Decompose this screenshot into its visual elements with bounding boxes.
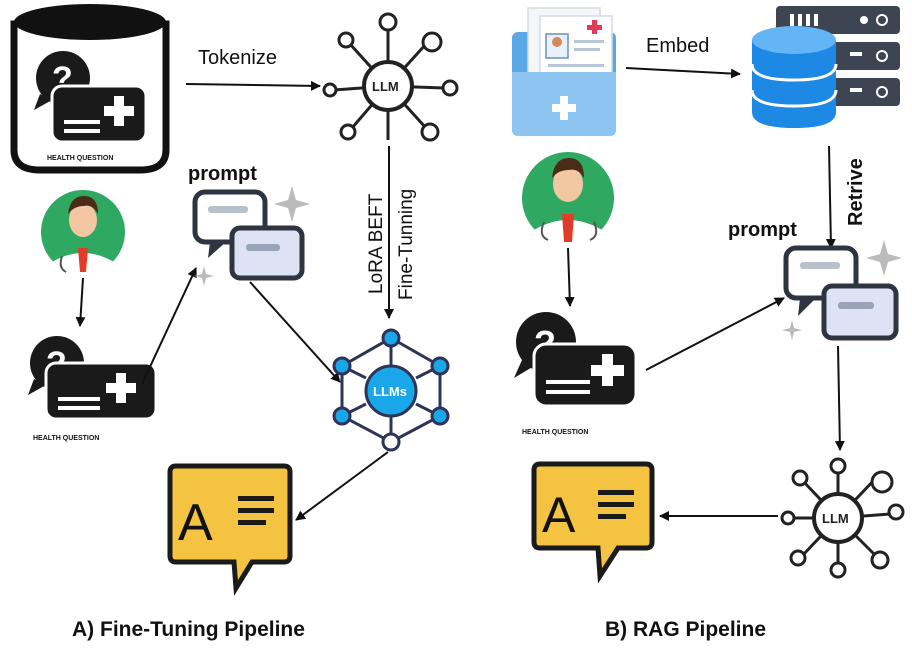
fine-tunning-label: Fine-Tunning — [396, 189, 417, 300]
question-to-prompt-arrow-b — [645, 297, 785, 371]
health-question-icon-a: ? — [28, 336, 158, 421]
answer-letter-a: A — [178, 494, 213, 552]
llms-network-icon — [332, 328, 450, 452]
medical-records-folder-icon — [512, 7, 616, 136]
health-question-label-2: HEALTH QUESTION — [33, 435, 99, 442]
health-question-icon: ? — [34, 51, 148, 144]
doctor-to-question-arrow-b — [564, 247, 575, 307]
tokenize-label: Tokenize — [198, 47, 277, 69]
prompt-label-b: prompt — [728, 219, 797, 241]
question-to-prompt-arrow-a — [141, 267, 197, 385]
retrieve-arrow — [825, 145, 836, 249]
llm-label-bottom: LLM — [822, 511, 849, 526]
caption-fine-tuning: A) Fine-Tuning Pipeline — [72, 618, 305, 641]
vector-database-icon — [750, 6, 900, 128]
lora-beft-label: LoRA BEFT — [366, 193, 387, 294]
health-question-label-3: HEALTH QUESTION — [522, 429, 588, 436]
llm-network-icon-top — [322, 12, 459, 142]
embed-arrow — [625, 67, 741, 79]
llms-to-answer-arrow — [295, 451, 389, 521]
prompt-icon-a — [192, 186, 310, 286]
caption-rag: B) RAG Pipeline — [605, 618, 766, 641]
answer-letter-b: A — [542, 487, 576, 543]
llms-label: LLMs — [373, 384, 407, 399]
answer-bubble-icon-a — [167, 463, 293, 596]
prompt-to-llm-arrow-b — [834, 345, 845, 451]
health-question-label-1: HEALTH QUESTION — [47, 155, 113, 162]
health-question-icon-b: ? — [514, 312, 638, 408]
llm-network-icon-bottom — [780, 457, 905, 579]
prompt-icon-b — [782, 240, 902, 341]
prompt-label-a: prompt — [188, 163, 257, 185]
answer-bubble-icon-b — [531, 461, 655, 584]
embed-label: Embed — [646, 35, 709, 57]
tokenize-arrow — [185, 80, 321, 91]
doctor-avatar-b — [522, 152, 614, 248]
doctor-to-question-arrow-a — [75, 277, 86, 327]
llm-label-top: LLM — [372, 79, 399, 94]
prompt-to-llms-arrow — [249, 281, 341, 383]
retrive-label: Retrive — [845, 158, 867, 226]
doctor-avatar-a — [41, 190, 125, 278]
